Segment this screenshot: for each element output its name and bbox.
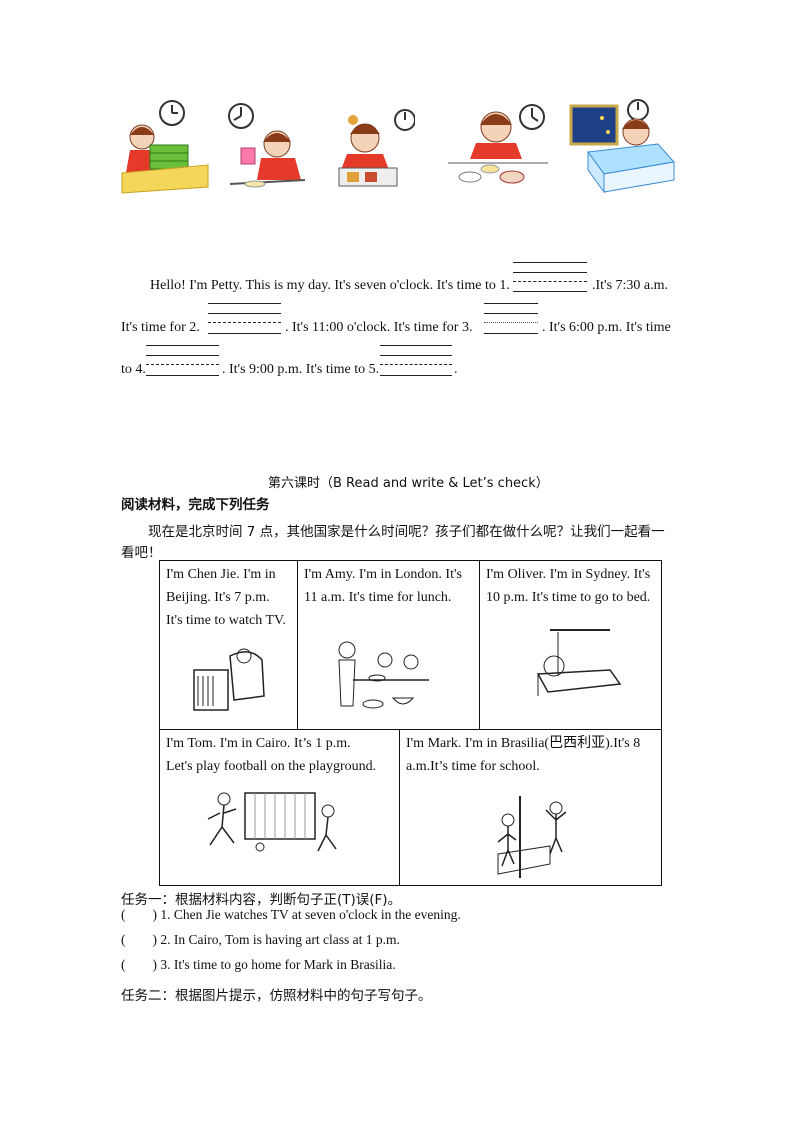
tom-line-2: Let's play football on the playground. [166, 759, 377, 774]
blank-4-rule [146, 364, 219, 365]
blank-5-rule [380, 345, 452, 346]
cell-chen-jie-text: I'm Chen Jie. I'm in Beijing. It's 7 p.m… [166, 563, 292, 632]
mark-line-2: a.m.It’s time for school. [406, 759, 540, 774]
petty-eating-lunch-illustration [338, 109, 415, 187]
reading-instruction: 阅读材料，完成下列任务 [121, 497, 270, 513]
tom-line-1: I'm Tom. I'm in Cairo. It’s 1 p.m. [166, 736, 351, 751]
petty-folding-clothes-illustration [121, 100, 209, 194]
task1-title: 任务一：根据材料内容，判断句子正(T)误(F)。 [121, 892, 402, 908]
blank-4-rule [146, 345, 219, 346]
story-line2-mid: . It's 11:00 o'clock. It's time for 3. [285, 320, 473, 335]
task1-question-2[interactable]: ( ) 2. In Cairo, Tom is having art class… [121, 932, 400, 947]
blank-2[interactable] [208, 333, 281, 334]
story-line3-end: . [454, 362, 458, 377]
eating-lunch-illustration [338, 641, 429, 709]
intro-line-2: 看吧！ [121, 545, 162, 561]
cell-mark: I'm Mark. I'm in Brasilia(巴西利亚).It's 8 a… [399, 729, 662, 886]
petty-eating-dinner-illustration [448, 104, 548, 184]
going-to-bed-illustration [536, 629, 622, 696]
blank-2-rule [208, 303, 281, 304]
cell-chen-jie: I'm Chen Jie. I'm in Beijing. It's 7 p.m… [159, 560, 298, 730]
blank-1-rule [513, 272, 587, 273]
blank-4[interactable] [146, 375, 219, 376]
blank-5-rule [380, 364, 452, 365]
chen-line-2: Beijing. It's 7 p.m. [166, 590, 270, 605]
story-line2-start: It's time for 2. [121, 320, 200, 335]
blank-3-rule [484, 322, 538, 323]
going-to-school-illustration [497, 796, 567, 878]
cell-amy: I'm Amy. I'm in London. It's 11 a.m. It'… [297, 560, 480, 730]
lesson-title: 第六课时（B Read and write & Let’s check） [268, 476, 549, 491]
petty-drinking-illustration [228, 103, 306, 188]
story-line3-mid: . It's 9:00 p.m. It's time to 5. [222, 362, 380, 377]
blank-3-rule [484, 303, 538, 304]
blank-2-rule [208, 322, 281, 323]
story-line-1: Hello! I'm Petty. This is my day. It's s… [150, 278, 510, 294]
cell-tom: I'm Tom. I'm in Cairo. It’s 1 p.m. Let's… [159, 729, 400, 886]
cell-oliver: I'm Oliver. I'm in Sydney. It's 10 p.m. … [479, 560, 662, 730]
amy-line-1: I'm Amy. I'm in London. It's [304, 567, 462, 582]
oliver-line-1: I'm Oliver. I'm in Sydney. It's [486, 567, 651, 582]
blank-1-rule [513, 262, 587, 263]
blank-1-rule [513, 281, 587, 282]
task1-question-3[interactable]: ( ) 3. It's time to go home for Mark in … [121, 957, 396, 972]
blank-3[interactable] [484, 333, 538, 334]
story-line3-start: to 4. [121, 362, 146, 377]
task2-title: 任务二：根据图片提示，仿照材料中的句子写句子。 [121, 988, 432, 1004]
watching-tv-illustration [193, 648, 265, 711]
blank-5-rule [380, 355, 452, 356]
blank-1[interactable] [513, 291, 587, 292]
petty-going-to-bed-illustration [569, 99, 675, 194]
oliver-line-2: 10 p.m. It's time to go to bed. [486, 590, 651, 605]
playing-football-illustration [207, 792, 337, 852]
amy-line-2: 11 a.m. It's time for lunch. [304, 590, 452, 605]
cell-mark-text: I'm Mark. I'm in Brasilia(巴西利亚).It's 8 a… [406, 732, 640, 778]
chen-line-3: It's time to watch TV. [166, 613, 286, 628]
cell-tom-text: I'm Tom. I'm in Cairo. It’s 1 p.m. Let's… [166, 732, 394, 778]
task1-question-1[interactable]: ( ) 1. Chen Jie watches TV at seven o'cl… [121, 907, 461, 922]
story-line2-end: . It's 6:00 p.m. It's time [542, 320, 671, 335]
blank-4-rule [146, 355, 219, 356]
mark-line-1: I'm Mark. I'm in Brasilia(巴西利亚).It's 8 [406, 736, 641, 751]
cell-oliver-text: I'm Oliver. I'm in Sydney. It's 10 p.m. … [486, 563, 650, 609]
blank-5[interactable] [380, 375, 452, 376]
chen-line-1: I'm Chen Jie. I'm in [166, 567, 276, 582]
story-line1-end: .It's 7:30 a.m. [592, 278, 669, 293]
cell-amy-text: I'm Amy. I'm in London. It's 11 a.m. It'… [304, 563, 462, 609]
blank-3-rule [484, 313, 538, 314]
story-line1-start: Hello! I'm Petty. This is my day. It's s… [150, 278, 510, 293]
intro-line-1: 现在是北京时间 7 点，其他国家是什么时间呢？孩子们都在做什么呢？让我们一起看一 [148, 524, 665, 540]
blank-2-rule [208, 313, 281, 314]
